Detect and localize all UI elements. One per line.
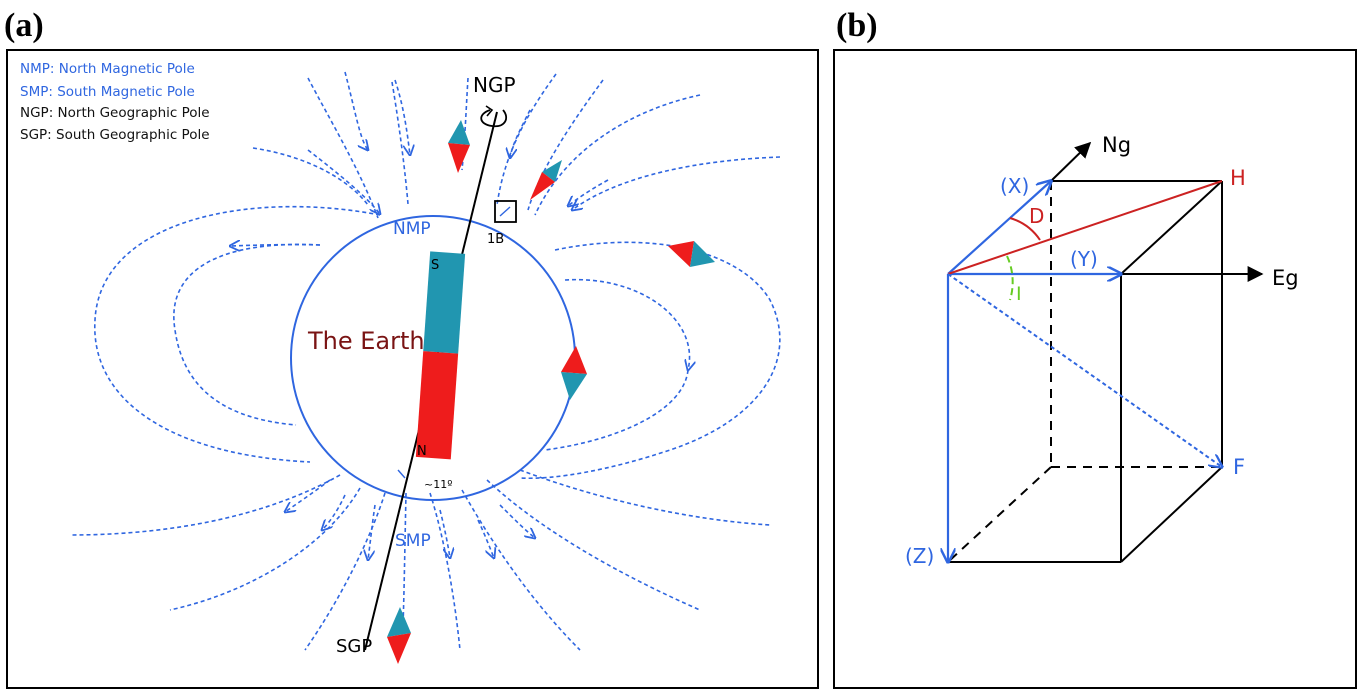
tilt-marker bbox=[397, 469, 406, 479]
panel-a-legend: NMP: North Magnetic Pole SMP: South Magn… bbox=[20, 61, 210, 143]
field-line bbox=[169, 487, 361, 611]
magnet-n-label: N bbox=[417, 444, 427, 459]
f-label: F bbox=[1233, 455, 1245, 479]
field-line bbox=[519, 241, 781, 480]
bar-magnet bbox=[415, 251, 466, 460]
h-label: H bbox=[1230, 166, 1246, 190]
nmp-label: NMP bbox=[393, 219, 431, 239]
compass-needle bbox=[668, 241, 715, 267]
smp-label: SMP bbox=[395, 531, 431, 551]
inset-arrow bbox=[499, 206, 511, 217]
field-line bbox=[344, 71, 368, 150]
field-line bbox=[568, 179, 609, 206]
sgp-label: SGP bbox=[336, 636, 372, 657]
field-line bbox=[307, 77, 379, 219]
field-line bbox=[439, 509, 450, 558]
field-line bbox=[499, 504, 535, 538]
panel-b-frame bbox=[833, 49, 1357, 689]
field-line bbox=[519, 469, 771, 526]
ngp-label: NGP bbox=[473, 73, 516, 97]
compass-needle bbox=[387, 607, 411, 664]
rotation-arrow bbox=[480, 109, 507, 128]
field-line bbox=[402, 492, 407, 626]
inclination-arc bbox=[1006, 255, 1014, 301]
x-vector bbox=[947, 181, 1051, 275]
i-label: I bbox=[1016, 283, 1022, 305]
x-label: (X) bbox=[1000, 174, 1029, 198]
f-vector bbox=[947, 273, 1222, 467]
field-line bbox=[534, 94, 701, 216]
field-line bbox=[461, 489, 581, 651]
field-line bbox=[230, 245, 321, 246]
h-vector bbox=[947, 180, 1223, 275]
field-line bbox=[69, 474, 341, 536]
eg-label: Eg bbox=[1272, 266, 1299, 290]
field-line bbox=[285, 479, 331, 512]
magnet-s-label: S bbox=[431, 258, 439, 273]
field-line bbox=[572, 156, 781, 210]
field-line bbox=[322, 494, 346, 530]
field-line bbox=[94, 205, 381, 463]
earth-label: The Earth bbox=[307, 327, 425, 355]
field-line bbox=[486, 479, 701, 611]
field-line bbox=[496, 73, 557, 206]
declination-arc bbox=[1009, 217, 1041, 241]
legend-sgp: SGP: South Geographic Pole bbox=[20, 127, 210, 143]
ng-axis bbox=[1050, 141, 1092, 182]
z-label: (Z) bbox=[905, 544, 934, 568]
field-line bbox=[461, 77, 469, 171]
compass-needle bbox=[448, 120, 470, 173]
magnet-south-half bbox=[423, 251, 466, 354]
panel-b-tag: (b) bbox=[836, 7, 878, 44]
ng-label: Ng bbox=[1102, 133, 1131, 157]
field-line bbox=[429, 492, 461, 651]
field-line bbox=[477, 519, 494, 558]
panel-a-tag: (a) bbox=[4, 7, 44, 44]
field-line bbox=[394, 79, 410, 155]
magnet-north-half bbox=[415, 351, 459, 460]
field-line bbox=[391, 81, 409, 205]
field-line bbox=[173, 243, 321, 426]
field-line bbox=[307, 149, 380, 214]
field-line bbox=[510, 109, 531, 158]
field-line bbox=[252, 147, 369, 206]
legend-ngp: NGP: North Geographic Pole bbox=[20, 105, 210, 121]
compass-needle bbox=[530, 160, 562, 200]
rotation-arrow-head bbox=[485, 105, 494, 117]
tilt-label: ~11º bbox=[424, 478, 452, 491]
y-label: (Y) bbox=[1070, 247, 1098, 271]
compass-needle bbox=[561, 346, 587, 400]
inset-box bbox=[494, 200, 517, 223]
legend-nmp: NMP: North Magnetic Pole bbox=[20, 61, 195, 77]
field-line bbox=[368, 504, 376, 560]
legend-smp: SMP: South Magnetic Pole bbox=[20, 84, 195, 100]
d-label: D bbox=[1029, 204, 1044, 228]
field-line bbox=[304, 492, 386, 651]
field-line bbox=[564, 278, 690, 370]
panel-a-frame bbox=[6, 49, 819, 689]
field-line bbox=[544, 369, 689, 451]
inset-label: 1B bbox=[487, 232, 504, 247]
